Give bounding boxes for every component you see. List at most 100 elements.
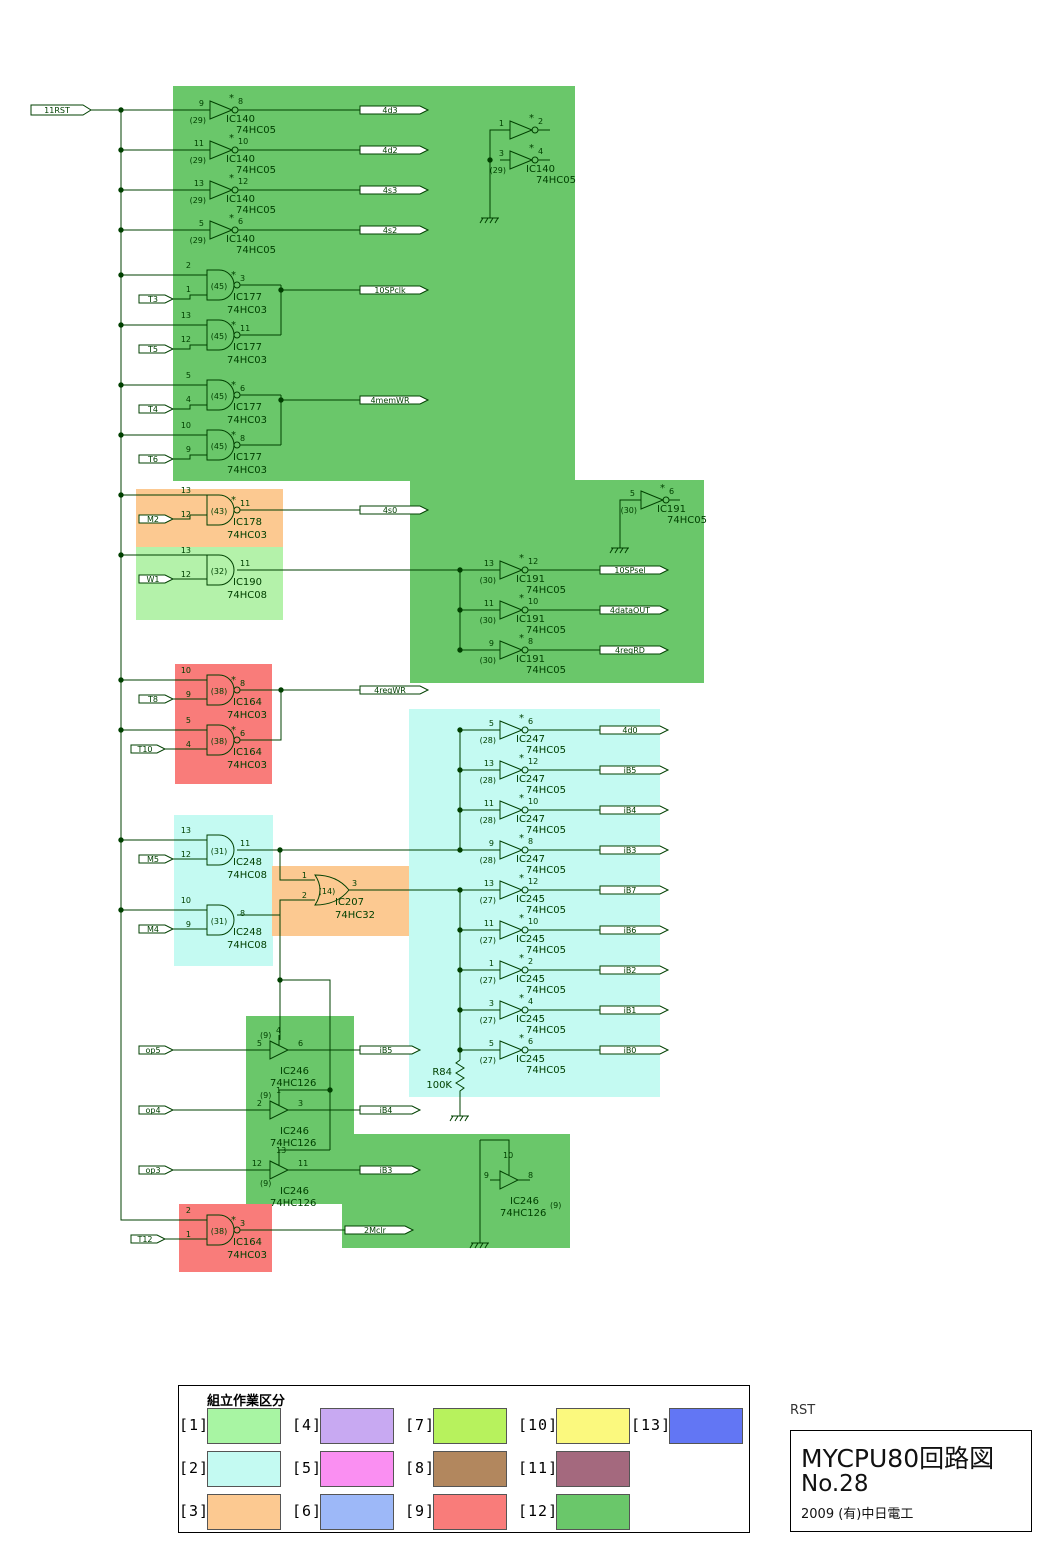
pin-number: 3 — [499, 149, 504, 158]
ic-reference: IC177 — [233, 292, 262, 303]
pin-number: 11 — [298, 1159, 308, 1168]
net-port-4s0-label: 4s0 — [383, 506, 397, 515]
pin-number: 2 — [186, 1206, 191, 1215]
legend-item: [11] — [518, 1451, 630, 1487]
open-drain-mark: * — [229, 93, 234, 104]
pin-number: 5 — [186, 371, 191, 380]
part-number: 74HC08 — [227, 870, 267, 881]
tie-wire — [489, 129, 500, 210]
pin-number: 6 — [528, 1037, 533, 1046]
power-pin-ref: (9) — [260, 1179, 271, 1188]
open-drain-mark: * — [231, 430, 236, 441]
ground-symbol — [609, 540, 629, 554]
inverter-bubble — [531, 156, 539, 164]
inverter-gate — [209, 180, 234, 200]
ic-reference: IC191 — [516, 574, 545, 585]
legend-item: [2] — [179, 1451, 291, 1487]
net-port-4d3 — [359, 105, 430, 115]
pin-number: 13 — [181, 546, 191, 555]
power-pin-ref: (27) — [480, 936, 496, 945]
part-number: 74HC126 — [500, 1208, 546, 1219]
ic-reference: IC191 — [657, 504, 686, 515]
pin-number: 5 — [489, 1039, 494, 1048]
net-port-iB3-label: iB3 — [624, 846, 637, 855]
ic-reference: IC248 — [233, 857, 262, 868]
legend-item-label: [5] — [292, 1459, 323, 1477]
part-number: 74HC05 — [536, 175, 576, 186]
power-pin-ref: (38) — [211, 1227, 227, 1236]
net-port-iB3 — [359, 1165, 422, 1175]
power-pin-ref: (38) — [211, 737, 227, 746]
signal-port-op5-label: op5 — [145, 1046, 160, 1055]
open-drain-mark: * — [660, 483, 665, 494]
power-pin-ref: (31) — [211, 847, 227, 856]
net-port-iB7 — [599, 885, 670, 895]
legend-item: [1] — [179, 1408, 291, 1444]
legend-item: [7] — [405, 1408, 517, 1444]
pin-number: 1 — [276, 1086, 281, 1095]
power-pin-ref: (30) — [480, 616, 496, 625]
inverter-bubble — [231, 186, 239, 194]
pin-number: 1 — [302, 871, 307, 880]
legend-item-swatch — [207, 1408, 281, 1444]
pin-number: 11 — [484, 599, 494, 608]
net-port-iB4-label: iB4 — [380, 1106, 393, 1115]
inverter-gate — [509, 150, 534, 170]
ground-symbol — [479, 210, 499, 224]
part-number: 74HC05 — [526, 865, 566, 876]
pin-number: 2 — [528, 957, 533, 966]
pin-number: 10 — [503, 1151, 513, 1160]
nand-bubble — [233, 441, 241, 449]
pin-number: 9 — [186, 690, 191, 699]
pin-number: 12 — [528, 757, 538, 766]
open-drain-mark: * — [519, 793, 524, 804]
pin-number: 13 — [181, 826, 191, 835]
open-drain-mark: * — [231, 1215, 236, 1226]
legend-item: [6] — [292, 1494, 404, 1530]
inverter-gate — [509, 120, 534, 140]
net-port-iB5-label: iB5 — [624, 766, 637, 775]
pin-number: 11 — [194, 139, 204, 148]
ic-reference: IC177 — [233, 402, 262, 413]
inverter-bubble — [531, 126, 539, 134]
inverter-bubble — [521, 1046, 529, 1054]
pin-number: 11 — [240, 839, 250, 848]
part-number: 74HC03 — [227, 1250, 267, 1261]
pin-number: 8 — [240, 909, 245, 918]
net-port-10SPclk — [359, 285, 430, 295]
ic-reference: IC246 — [280, 1126, 309, 1137]
or-gate — [314, 874, 350, 906]
signal-port-T3 — [138, 294, 175, 304]
signal-port-W1 — [138, 574, 175, 584]
net-port-iB2 — [599, 965, 670, 975]
net-port-4regRD-label: 4regRD — [615, 646, 645, 655]
inverter-gate — [209, 140, 234, 160]
tristate-buffer — [269, 1100, 290, 1120]
ground-symbol — [469, 1235, 489, 1249]
net-port-iB5 — [359, 1045, 422, 1055]
inverter-bubble — [521, 846, 529, 854]
power-pin-ref: (28) — [480, 736, 496, 745]
legend-item: [3] — [179, 1494, 291, 1530]
pin-number: 11 — [240, 324, 250, 333]
pin-number: 12 — [181, 510, 191, 519]
ic-reference: IC140 — [526, 164, 555, 175]
inverter-gate — [499, 640, 524, 660]
inverter-bubble — [521, 646, 529, 654]
inverter-gate — [499, 920, 524, 940]
inverter-gate — [499, 600, 524, 620]
pin-number: 9 — [186, 920, 191, 929]
part-number: 74HC08 — [227, 590, 267, 601]
and-gate — [206, 834, 235, 866]
nand-bubble — [233, 331, 241, 339]
ground-symbol — [449, 1108, 469, 1122]
part-number: 74HC03 — [227, 530, 267, 541]
net-port-4regRD — [599, 645, 670, 655]
net-port-iB4-label: iB4 — [624, 806, 637, 815]
pin-number: 10 — [528, 917, 538, 926]
legend-item-swatch — [320, 1451, 394, 1487]
inverter-bubble — [521, 606, 529, 614]
nand-bubble — [233, 391, 241, 399]
signal-port-M5-label: M5 — [147, 855, 159, 864]
pin-number: 8 — [240, 434, 245, 443]
